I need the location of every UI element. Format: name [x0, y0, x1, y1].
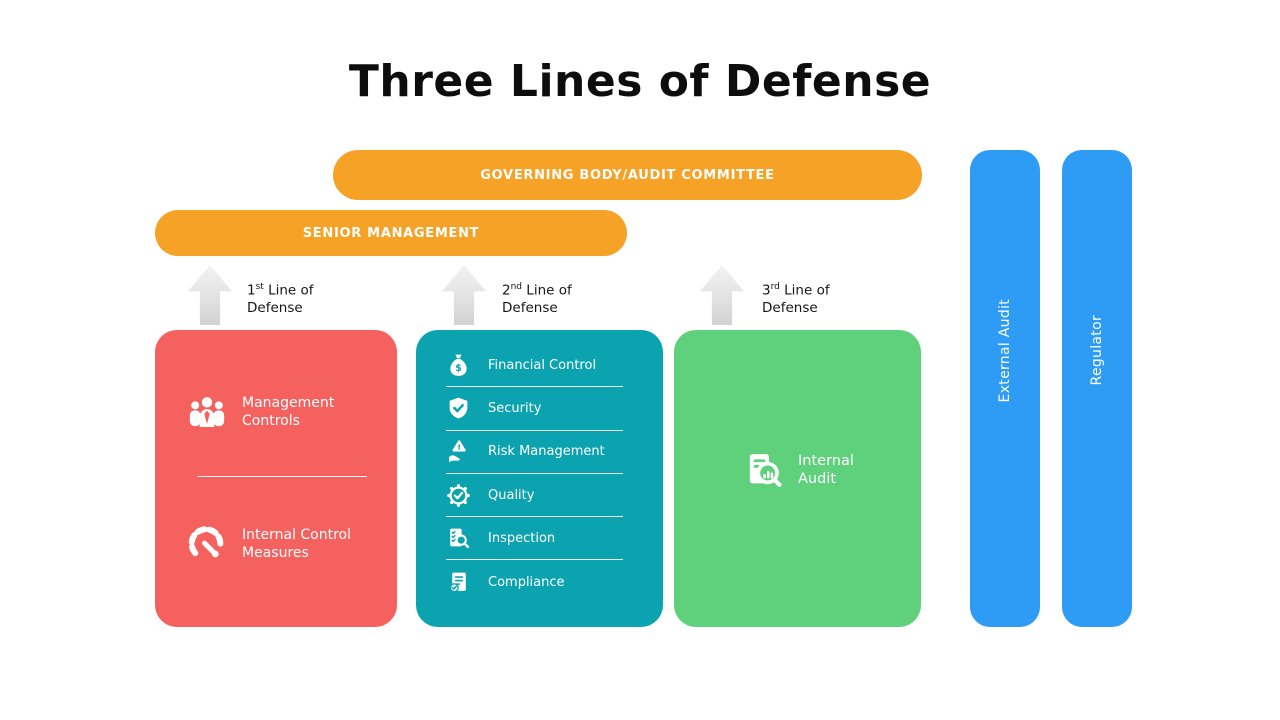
item-label: Compliance: [488, 574, 565, 590]
list-item: Compliance: [446, 560, 623, 603]
first-line-label: 1st Line of Defense: [247, 279, 314, 317]
svg-text:$: $: [455, 363, 462, 374]
inspection-magnifier-icon: [446, 526, 471, 551]
label-rest: Line of: [263, 282, 314, 299]
label-line2: Defense: [247, 299, 303, 316]
hand-warning-icon: [446, 439, 471, 464]
list-item: Inspection: [446, 517, 623, 561]
gauge-icon: [187, 524, 227, 564]
people-group-icon: [187, 392, 227, 432]
senior-management-bar: SENIOR MANAGEMENT: [155, 210, 627, 256]
ordinal-suffix: nd: [510, 282, 523, 292]
compliance-document-icon: [446, 570, 471, 595]
item-label: Financial Control: [488, 357, 597, 373]
governing-body-bar: GOVERNING BODY/AUDIT COMMITTEE: [333, 150, 922, 200]
pillar-label: Regulator: [1089, 315, 1105, 386]
ordinal-suffix: rd: [770, 282, 780, 292]
ordinal-number: 3: [762, 282, 771, 299]
third-line-label: 3rd Line of Defense: [762, 279, 830, 317]
list-item: Internal Audit: [744, 450, 870, 490]
regulator-pillar: Regulator: [1062, 150, 1132, 627]
up-arrow-icon: [700, 265, 744, 325]
up-arrow-icon: [442, 265, 486, 325]
shield-check-icon: [446, 396, 471, 421]
external-audit-pillar: External Audit: [970, 150, 1040, 627]
ordinal-number: 1: [247, 282, 256, 299]
pillar-label: External Audit: [997, 298, 1013, 403]
ordinal-suffix: st: [255, 282, 264, 292]
quality-badge-icon: [446, 483, 471, 508]
third-line-defense-box: Internal Audit: [674, 330, 921, 627]
label-rest: Line of: [779, 282, 830, 299]
senior-management-label: SENIOR MANAGEMENT: [302, 225, 480, 241]
label-line2: Defense: [502, 299, 558, 316]
second-line-label: 2nd Line of Defense: [502, 279, 572, 317]
controls-list: $ Financial Control Security: [446, 344, 623, 604]
label-line2: Defense: [762, 299, 818, 316]
item-label: Quality: [488, 487, 535, 503]
governing-body-label: GOVERNING BODY/AUDIT COMMITTEE: [480, 167, 775, 183]
item-label: Internal Audit: [798, 453, 854, 487]
first-line-defense-box: Management Controls Internal Control Mea…: [155, 330, 397, 627]
list-item: Security: [446, 387, 623, 431]
list-item: Internal Control Measures: [187, 524, 374, 564]
item-label: Risk Management: [488, 444, 605, 460]
money-bag-icon: $: [446, 353, 471, 378]
ordinal-number: 2: [502, 282, 511, 299]
item-label: Internal Control Measures: [242, 527, 352, 561]
item-label: Security: [488, 400, 542, 416]
item-label: Management Controls: [242, 395, 335, 429]
audit-magnifier-icon: [744, 450, 784, 490]
page-title: Three Lines of Defense: [348, 56, 932, 107]
list-item: Management Controls: [187, 392, 374, 432]
list-item: Risk Management: [446, 431, 623, 474]
second-line-defense-box: $ Financial Control Security: [416, 330, 663, 627]
divider: [197, 476, 367, 477]
label-rest: Line of: [522, 282, 572, 299]
up-arrow-icon: [188, 265, 232, 325]
item-label: Inspection: [488, 530, 556, 546]
list-item: Quality: [446, 474, 623, 518]
list-item: $ Financial Control: [446, 344, 623, 388]
